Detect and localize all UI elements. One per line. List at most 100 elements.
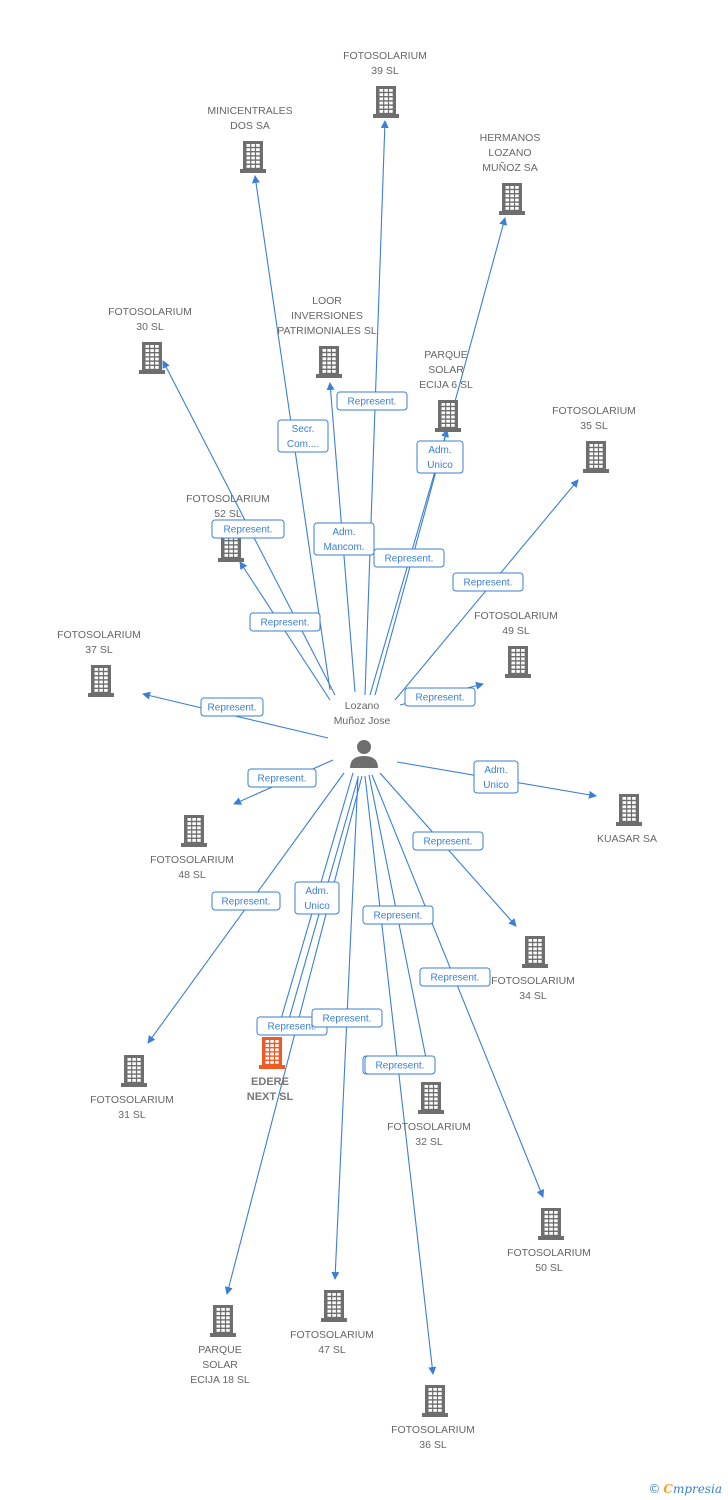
relation-label[interactable]: Represent. <box>247 768 317 788</box>
relation-label[interactable]: Secr.Com.... <box>277 419 329 453</box>
company-name-line: INVERSIONES <box>291 310 363 322</box>
building-icon <box>418 1082 444 1114</box>
company-name-line: MINICENTRALES <box>207 105 292 117</box>
relation-label[interactable]: Represent. <box>452 572 524 592</box>
building-icon <box>373 86 399 118</box>
relation-label-line: Represent. <box>323 1014 372 1025</box>
building-icon <box>210 1305 236 1337</box>
relation-label[interactable]: Represent. <box>211 891 281 911</box>
relation-label-box <box>313 522 375 556</box>
relation-label-text: Represent. <box>222 897 271 908</box>
company-name-line: FOTOSOLARIUM <box>391 1424 475 1436</box>
relation-label-line: Represent. <box>424 837 473 848</box>
relation-label[interactable]: Represent. <box>412 831 484 851</box>
relation-label-text: Represent. <box>374 911 423 922</box>
relation-label[interactable]: Represent. <box>364 1055 436 1075</box>
relation-label-box <box>412 831 484 851</box>
building-icon <box>583 441 609 473</box>
relation-label-box <box>452 572 524 592</box>
relation-label-box <box>416 440 464 474</box>
relation-label-line: Represent. <box>385 554 434 565</box>
company-name-line: FOTOSOLARIUM <box>57 629 141 641</box>
person-name-line: Muñoz Jose <box>334 715 391 727</box>
building-icon <box>505 646 531 678</box>
company-node-nkua[interactable]: KUASAR SA <box>597 794 657 845</box>
relation-label-line: Represent. <box>416 693 465 704</box>
relation-label-text: Adm.Unico <box>427 445 453 471</box>
relation-label[interactable]: Represent. <box>211 519 285 539</box>
relation-label-text: Represent. <box>464 578 513 589</box>
relation-label-line: Adm. <box>305 886 328 897</box>
company-name-line: 39 SL <box>371 65 399 77</box>
company-name-line: 52 SL <box>214 508 242 520</box>
relation-label-line: Represent. <box>464 578 513 589</box>
relation-label-text: Represent. <box>323 1014 372 1025</box>
relation-label[interactable]: Represent. <box>336 391 408 411</box>
relation-label-box <box>211 891 281 911</box>
company-name-line: FOTOSOLARIUM <box>186 493 270 505</box>
building-icon <box>316 346 342 378</box>
relation-label[interactable]: Represent. <box>373 548 445 568</box>
relation-label[interactable]: Represent. <box>256 1016 328 1036</box>
relation-label-box <box>294 881 340 915</box>
company-name-line: 49 SL <box>502 625 530 637</box>
copyright-symbol: © <box>648 1482 661 1496</box>
relation-label-box <box>247 768 317 788</box>
company-node-nmini[interactable]: MINICENTRALES DOS SA <box>207 105 293 173</box>
footer-brand[interactable]: ©Cmpresia <box>648 1482 722 1496</box>
company-name-line: DOS SA <box>230 120 270 132</box>
relation-label-text: Secr.Com.... <box>287 424 319 450</box>
relation-label[interactable]: Represent. <box>404 687 476 707</box>
relation-label-text: Represent. <box>224 525 273 536</box>
relation-label-text: Represent. <box>416 693 465 704</box>
relation-label[interactable]: Represent. <box>311 1008 383 1028</box>
relation-label-box <box>211 519 285 539</box>
relation-label-text: Represent. <box>376 1061 425 1072</box>
relation-label[interactable]: Represent. <box>362 905 434 925</box>
relation-label[interactable]: Represent. <box>200 697 264 717</box>
relation-label[interactable]: Adm.Unico <box>473 760 519 794</box>
relation-label[interactable]: Represent. <box>419 967 491 987</box>
company-name: FOTOSOLARIUM 52 SL <box>186 493 270 520</box>
company-name-line: PARQUE <box>198 1344 242 1356</box>
company-name-line: 47 SL <box>318 1344 346 1356</box>
company-name-line: FOTOSOLARIUM <box>108 306 192 318</box>
person-name-line: Lozano <box>345 700 380 712</box>
company-node-n49[interactable]: FOTOSOLARIUM 49 SL <box>474 610 558 678</box>
relation-label-line: Unico <box>304 901 330 912</box>
relation-label[interactable]: Adm. Unico <box>294 881 340 915</box>
company-name-line: PATRIMONIALES SL <box>277 325 377 337</box>
relation-label[interactable]: Adm.Unico <box>416 440 464 474</box>
relation-label[interactable]: Represent. <box>249 612 321 632</box>
relation-label-box <box>311 1008 383 1028</box>
relation-label-line: Represent. <box>374 911 423 922</box>
company-name-line: FOTOSOLARIUM <box>474 610 558 622</box>
relation-label[interactable]: Adm.Mancom. <box>313 522 375 556</box>
company-name-line: FOTOSOLARIUM <box>552 405 636 417</box>
